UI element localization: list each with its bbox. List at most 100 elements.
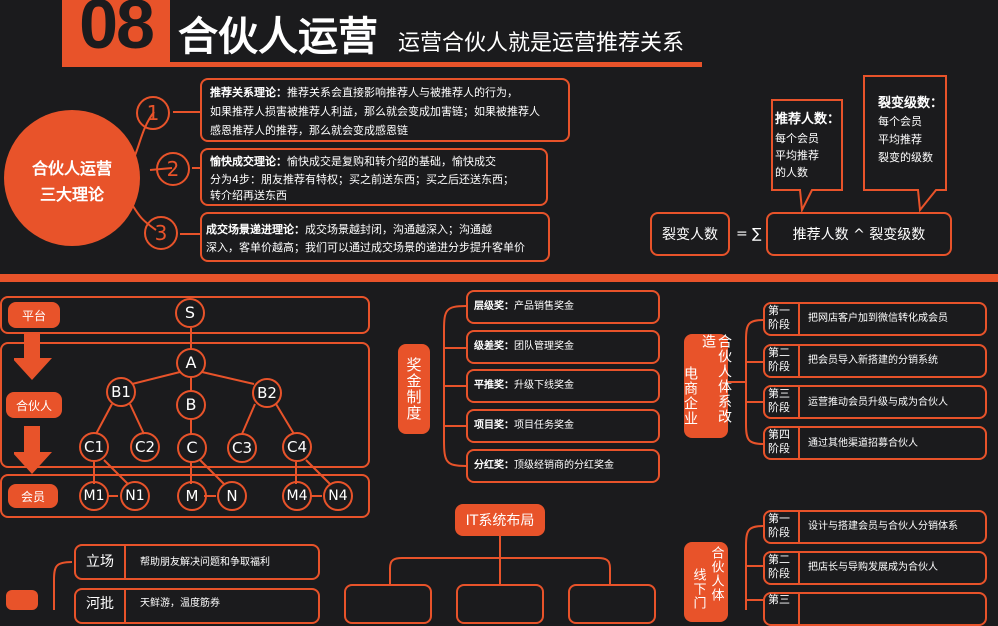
tree-node-M1: M1 xyxy=(79,481,109,511)
bonus-item-5-value: 顶级经销商的分红奖金 xyxy=(514,460,614,471)
tree-node-B2: B2 xyxy=(252,378,282,408)
position-bracket xyxy=(53,561,73,610)
ecommerce-bracket xyxy=(728,319,765,445)
offline-stage-3 xyxy=(763,592,987,626)
ecommerce-stage-2-l1: 第二 xyxy=(768,346,790,359)
theories-center-line2: 三大理论 xyxy=(39,185,104,204)
offline-stage-2-text: 把店长与导购发展成为合伙人 xyxy=(808,562,938,573)
position-row-1-value: 帮助朋友解决问题和争取福利 xyxy=(140,557,270,568)
tree-row-member xyxy=(0,474,370,518)
bonus-item-2 xyxy=(466,330,660,364)
ecommerce-stage-3-divider xyxy=(798,387,800,417)
ecommerce-stage-4-l2: 阶段 xyxy=(768,442,790,455)
ecommerce-stage-1 xyxy=(763,302,987,336)
callout2-title: 裂变级数： xyxy=(878,96,944,111)
ecommerce-label-a: 合伙人体系改造 xyxy=(700,334,732,424)
position-row-2-key: 河批 xyxy=(86,596,114,612)
bonus-item-3 xyxy=(466,369,660,403)
position-row-2-value: 天鲜游，温度筋券 xyxy=(140,598,220,609)
theory-number-3: 3 xyxy=(144,216,178,250)
formula-callouts xyxy=(771,75,947,214)
formula-right-box: 推荐人数 ^ 裂变级数 xyxy=(766,212,952,256)
tree-row-platform xyxy=(0,296,370,334)
bonus-item-2-key: 级差奖： xyxy=(474,341,514,352)
position-row-2-divider xyxy=(124,590,126,622)
offline-label: 线下门 合伙人体 xyxy=(684,542,728,622)
ecommerce-stage-2 xyxy=(763,344,987,378)
theory-1-text2: 如果推荐人损害被推荐人利益，那么就会变成加害链；如果被推荐人 xyxy=(210,105,540,118)
header-underline xyxy=(62,62,702,67)
offline-label-a: 合伙人体 xyxy=(708,546,724,602)
theory-1-text1: 推荐关系会直接影响推荐人与被推荐人的行为， xyxy=(287,86,518,99)
offline-stage-2-l2: 阶段 xyxy=(768,567,790,580)
ecommerce-label: 电商企业 合伙人体系改造 xyxy=(682,334,732,438)
ecommerce-stage-3 xyxy=(763,385,987,419)
ecommerce-stage-3-text: 运营推动会员升级与成为合伙人 xyxy=(808,397,948,408)
offline-stage-3-l1: 第三 xyxy=(768,593,790,606)
tree-label-partner: 合伙人 xyxy=(6,392,62,418)
callout1-title: 推荐人数： xyxy=(775,112,841,127)
ecommerce-stage-4-text: 通过其他渠道招募合伙人 xyxy=(808,438,918,449)
tree-node-C3: C3 xyxy=(227,433,257,463)
callout2-l2: 平均推荐 xyxy=(878,133,922,146)
tree-label-platform: 平台 xyxy=(8,302,60,328)
tree-node-N1: N1 xyxy=(120,481,150,511)
theory-card-1 xyxy=(200,78,570,142)
ecommerce-stage-4-l1: 第四 xyxy=(768,428,790,441)
it-box-left xyxy=(344,584,432,624)
offline-stage-2-divider xyxy=(798,553,800,583)
bonus-item-4-value: 项目任务奖金 xyxy=(514,420,574,431)
ecommerce-stage-1-l2: 阶段 xyxy=(768,318,790,331)
ecommerce-stage-1-l1: 第一 xyxy=(768,304,790,317)
theory-2-text2: 分为4步：朋友推荐有特权；买之前送东西；买之后还送东西； xyxy=(210,173,514,186)
formula-left-box: 裂变人数 xyxy=(650,212,730,256)
callout1-l1: 每个会员 xyxy=(775,132,819,145)
ecommerce-label-b: 电商企业 xyxy=(682,366,698,426)
bonus-label: 奖金制度 xyxy=(398,344,430,434)
theory-3-text2: 深入，客单价越高；我们可以通过成交场景的递进分步提升客单价 xyxy=(206,241,525,254)
callout1-l2: 平均推荐 xyxy=(775,149,819,162)
offline-stage-1-divider xyxy=(798,512,800,542)
offline-stage-3-divider xyxy=(798,594,800,624)
theory-card-2 xyxy=(200,148,548,206)
callout2-l3: 裂变的级数 xyxy=(878,151,933,164)
it-title: IT系统布局 xyxy=(455,504,545,536)
page-title: 合伙人运营 xyxy=(178,14,378,60)
ecommerce-stage-1-text: 把网店客户加到微信转化成会员 xyxy=(808,313,948,324)
bonus-item-2-value: 团队管理奖金 xyxy=(514,341,574,352)
formula-operator: = ∑ xyxy=(736,226,762,242)
bonus-item-1-key: 层级奖： xyxy=(474,301,514,312)
page-subtitle: 运营合伙人就是运营推荐关系 xyxy=(398,31,685,56)
offline-stage-1-l2: 阶段 xyxy=(768,526,790,539)
tree-node-M: M xyxy=(177,481,207,511)
header-number-block xyxy=(62,0,170,62)
position-label-block xyxy=(6,590,38,610)
theory-1-title: 推荐关系理论： xyxy=(210,86,287,99)
theory-1-text3: 感恩推荐人的推荐，那么就会变成感恩链 xyxy=(210,124,408,137)
ecommerce-stage-4-divider xyxy=(798,428,800,458)
position-row-1-key: 立场 xyxy=(86,554,114,570)
theory-2-line1: 愉快成交理论：愉快成交是复购和转介绍的基础，愉快成交 xyxy=(210,152,496,171)
bonus-item-2-text: 级差奖：团队管理奖金 xyxy=(474,338,574,356)
offline-label-b: 线下门 xyxy=(690,568,706,610)
tree-node-C4: C4 xyxy=(282,432,312,462)
tree-label-member: 会员 xyxy=(8,484,58,508)
offline-stage-2-l1: 第二 xyxy=(768,553,790,566)
header-number: 08 xyxy=(79,0,155,63)
ecommerce-stage-2-divider xyxy=(798,346,800,376)
theory-2-text3: 转介绍再送东西 xyxy=(210,189,287,202)
ecommerce-stage-4 xyxy=(763,426,987,460)
theories-center-circle xyxy=(4,110,140,246)
ecommerce-stage-3-l1: 第三 xyxy=(768,387,790,400)
ecommerce-stage-3-l2: 阶段 xyxy=(768,401,790,414)
theory-1-line1: 推荐关系理论：推荐关系会直接影响推荐人与被推荐人的行为， xyxy=(210,83,518,102)
offline-stage-2 xyxy=(763,551,987,585)
callout1-l3: 的人数 xyxy=(775,166,808,179)
tree-node-A: A xyxy=(176,348,206,378)
section-divider xyxy=(0,274,998,282)
offline-bracket xyxy=(745,525,765,610)
theory-3-line1: 成交场景递进理论：成交场景越封闭，沟通越深入；沟通越 xyxy=(206,220,492,239)
tree-node-C: C xyxy=(177,433,207,463)
it-box-center xyxy=(456,584,544,624)
position-row-1-divider xyxy=(124,546,126,578)
